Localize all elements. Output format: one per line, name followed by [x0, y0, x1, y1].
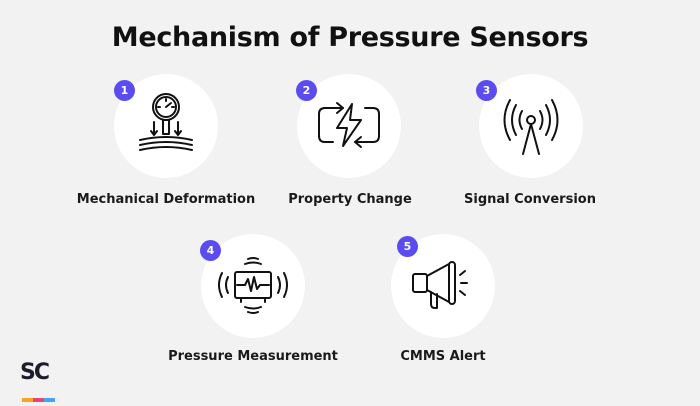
step-1-badge: 1 — [114, 80, 135, 101]
vibrating-monitor-icon — [218, 257, 288, 314]
step-1-label: Mechanical Deformation — [76, 192, 256, 207]
step-5-badge: 5 — [397, 236, 418, 257]
pressure-gauge-icon — [139, 93, 193, 151]
step-3-badge: 3 — [476, 80, 497, 101]
step-5-label: CMMS Alert — [400, 349, 486, 364]
sc-logo: SC — [20, 360, 60, 402]
step-2-badge: 2 — [296, 80, 317, 101]
step-4-badge: 4 — [200, 240, 221, 261]
step-3-label: Signal Conversion — [464, 192, 596, 207]
step-2-label: Property Change — [288, 192, 412, 207]
signal-tower-icon — [503, 99, 559, 155]
megaphone-icon — [412, 261, 468, 309]
step-4-label: Pressure Measurement — [168, 349, 338, 364]
logo-color-bar — [22, 387, 56, 402]
lightning-cycle-icon — [318, 102, 380, 148]
step-5-circle — [391, 234, 495, 338]
page-title: Mechanism of Pressure Sensors — [111, 22, 589, 53]
logo-text: SC — [20, 360, 50, 385]
